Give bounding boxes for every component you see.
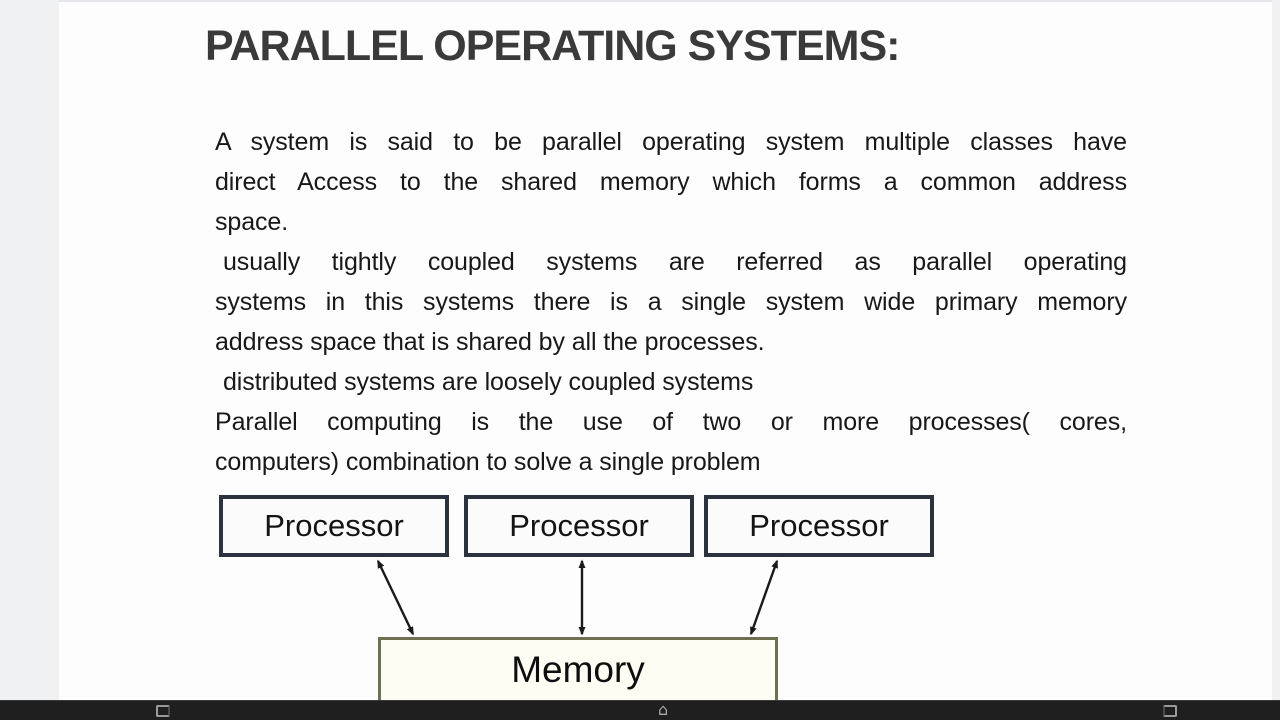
- body-line: A system is said to be parallel operatin…: [215, 128, 1127, 156]
- left-gutter: [0, 0, 59, 700]
- body-line: space.: [215, 208, 289, 236]
- memory-label: Memory: [511, 649, 645, 690]
- processor-box-2: Processor: [464, 495, 694, 557]
- square-outline-glyph: [156, 705, 170, 717]
- slide-body-text: A system is said to be parallel operatin…: [215, 122, 1127, 482]
- top-edge-shading: [0, 0, 1280, 2]
- processor-box-1: Processor: [219, 495, 449, 557]
- square-outline-glyph: [1163, 705, 1177, 717]
- body-line: systems in this systems there is a singl…: [215, 288, 1127, 316]
- right-gutter: [1272, 0, 1280, 700]
- body-line: address space that is shared by all the …: [215, 328, 765, 356]
- body-line: usually tightly coupled systems are refe…: [223, 248, 1127, 276]
- nav-right-square-icon[interactable]: [1163, 704, 1177, 720]
- processor-label: Processor: [509, 508, 649, 543]
- nav-home-icon[interactable]: ⌂: [658, 700, 669, 719]
- slide-title: PARALLEL OPERATING SYSTEMS:: [205, 22, 901, 70]
- body-line: Parallel computing is the use of two or …: [215, 408, 1127, 436]
- body-line: computers) combination to solve a single…: [215, 448, 761, 476]
- body-line: direct Access to the shared memory which…: [215, 168, 1127, 196]
- processor-box-3: Processor: [704, 495, 934, 557]
- arrow-processor3-memory: [749, 559, 779, 636]
- processor-label: Processor: [264, 508, 404, 543]
- body-line: distributed systems are loosely coupled …: [223, 368, 754, 396]
- memory-box: Memory: [378, 637, 778, 703]
- arrow-processor1-memory: [376, 559, 415, 636]
- bus-arrows: [376, 559, 779, 636]
- bottom-navigation-bar: ⌂: [0, 700, 1280, 720]
- nav-left-square-icon[interactable]: [156, 704, 170, 720]
- processor-label: Processor: [749, 508, 889, 543]
